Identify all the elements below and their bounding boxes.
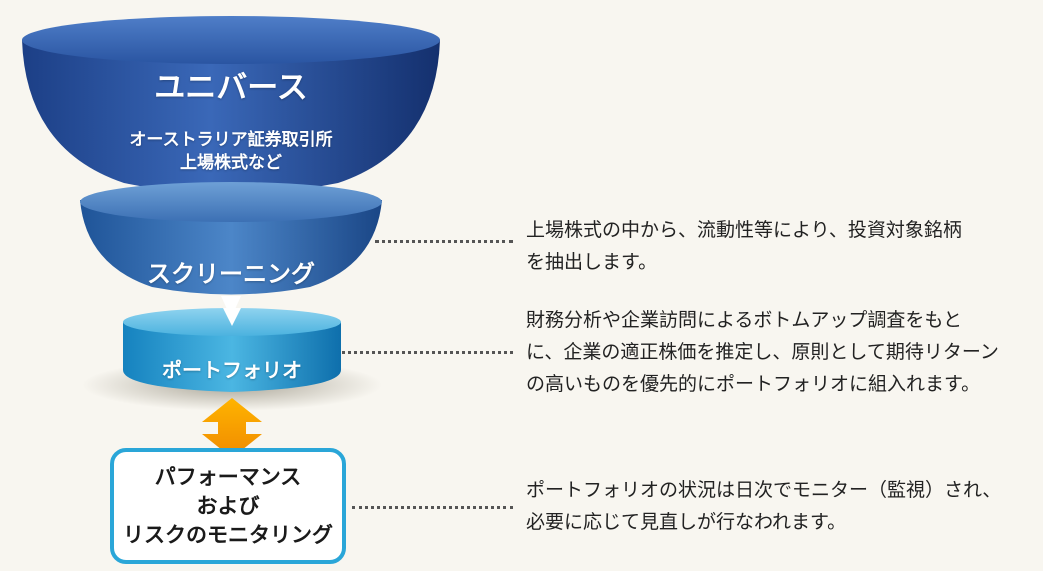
- monitoring-description-line2: 必要に応じて見直しが行なわれます。: [526, 511, 847, 533]
- screening-description-line2: を抽出します。: [526, 251, 658, 273]
- portfolio-description-line3: の高いものを優先的にポートフォリオに組入れます。: [526, 373, 981, 395]
- screening-connector: [375, 240, 513, 243]
- screening-description: 上場株式の中から、流動性等により、投資対象銘柄 を抽出します。: [526, 214, 962, 278]
- portfolio-title: ポートフォリオ: [162, 358, 302, 382]
- screening-description-line1: 上場株式の中から、流動性等により、投資対象銘柄: [526, 219, 962, 241]
- monitoring-connector: [352, 506, 513, 509]
- monitoring-line2: および: [196, 493, 260, 518]
- screening-funnel-body: [80, 200, 382, 295]
- flow-triangle-2: [221, 296, 241, 318]
- screening-funnel-top: [80, 182, 382, 222]
- screening-title: スクリーニング: [147, 260, 315, 288]
- monitoring-description: ポートフォリオの状況は日次でモニター（監視）され、 必要に応じて見直しが行なわれ…: [526, 474, 1001, 538]
- portfolio-description-line1: 財務分析や企業訪問によるボトムアップ調査をもと: [526, 309, 963, 331]
- monitoring-line3: リスクのモニタリング: [123, 522, 333, 547]
- portfolio-cylinder-body: [123, 322, 341, 392]
- portfolio-description: 財務分析や企業訪問によるボトムアップ調査をもと に、企業の適正株価を推定し、原則…: [526, 304, 999, 400]
- monitoring-line1: パフォーマンス: [154, 464, 302, 489]
- portfolio-connector: [342, 351, 513, 354]
- universe-funnel-top: [22, 16, 440, 64]
- universe-subtitle-line1: オーストラリア証券取引所: [129, 130, 333, 150]
- universe-subtitle-line2: 上場株式など: [180, 153, 282, 173]
- monitoring-box: パフォーマンス および リスクのモニタリング: [110, 448, 346, 564]
- portfolio-description-line2: に、企業の適正株価を推定し、原則として期待リターン: [526, 341, 999, 363]
- double-arrow-icon: [202, 398, 262, 458]
- universe-title: ユニバース: [154, 70, 308, 106]
- monitoring-description-line1: ポートフォリオの状況は日次でモニター（監視）され、: [526, 479, 1002, 501]
- universe-funnel-body: [22, 40, 440, 194]
- flow-triangle-3: [223, 308, 241, 326]
